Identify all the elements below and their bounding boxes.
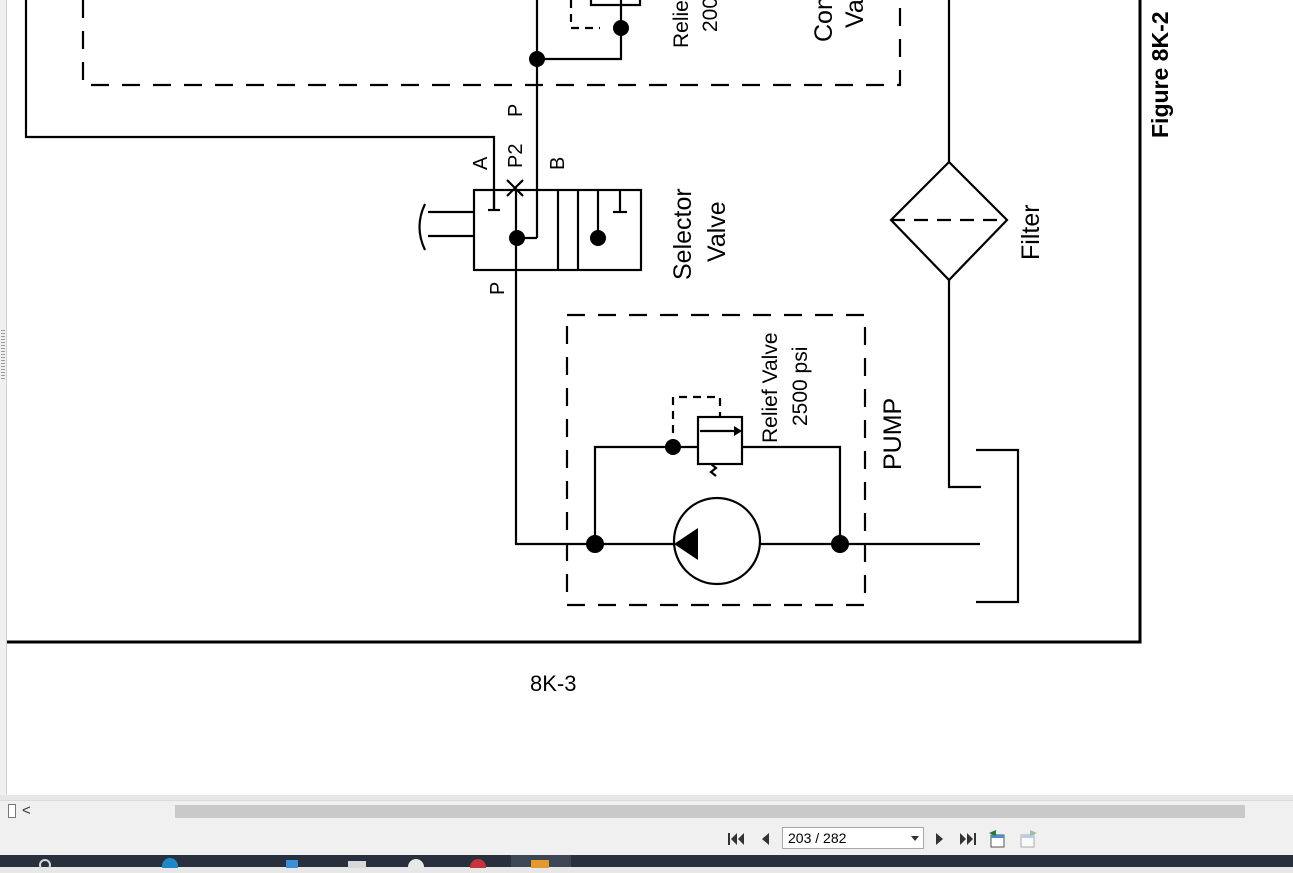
selector-valve-label-2: Valve [703, 201, 731, 262]
side-panel-splitter[interactable] [0, 0, 7, 795]
hydraulic-schematic: Relie 200 Con Va Figure 8K-2 P A P2 B P … [7, 0, 1173, 644]
splitter-grip[interactable] [1, 330, 5, 380]
page-navigation-bar: 203 / 282 [0, 822, 1293, 855]
horizontal-scrollbar[interactable]: < [0, 800, 1293, 823]
go-forward-view-icon [1020, 830, 1037, 848]
pump-label: PUMP [879, 398, 907, 470]
previous-page-button[interactable] [753, 829, 777, 849]
dropdown-arrow-icon[interactable] [911, 836, 919, 841]
selector-valve-label: Selector [669, 188, 697, 280]
control-valve-label-2: Va [841, 0, 869, 28]
taskbar [0, 855, 1293, 873]
taskbar-search-icon[interactable] [38, 855, 52, 871]
taskbar-browser-icon[interactable] [160, 855, 180, 873]
go-forward-view-button[interactable] [1016, 829, 1040, 849]
last-page-button[interactable] [956, 829, 980, 849]
port-p-lower-label: P [487, 282, 509, 295]
go-back-view-icon [989, 830, 1005, 848]
port-b-label: B [547, 157, 569, 170]
relief-valve-top-label: Relie [670, 0, 693, 48]
control-valve-label: Con [810, 0, 838, 42]
taskbar-folder-icon[interactable] [345, 855, 369, 868]
filter-label: Filter [1017, 204, 1045, 260]
previous-page-icon [762, 833, 769, 845]
taskbar-chrome-icon[interactable] [404, 855, 428, 873]
relief-valve-top-pressure: 200 [699, 0, 722, 32]
port-p-upper-label: P [505, 104, 527, 117]
next-page-icon [936, 833, 943, 845]
scroll-left-arrow-icon[interactable]: < [22, 802, 31, 819]
taskbar-app-icon[interactable] [282, 855, 302, 868]
taskbar-active-pdf-app[interactable] [511, 855, 571, 868]
first-page-icon [728, 833, 744, 845]
page-footer-number: 8K-3 [530, 671, 577, 696]
next-page-button[interactable] [928, 829, 952, 849]
last-page-icon [960, 833, 976, 845]
page-number-select[interactable]: 203 / 282 [782, 827, 924, 849]
taskbar-opera-icon[interactable] [466, 855, 490, 873]
document-viewer[interactable]: Relie 200 Con Va Figure 8K-2 P A P2 B P … [0, 0, 1293, 795]
scroll-corner-icon [8, 804, 16, 818]
port-p2-label: P2 [505, 144, 527, 168]
document-page: Relie 200 Con Va Figure 8K-2 P A P2 B P … [7, 0, 1293, 795]
port-a-label: A [470, 156, 492, 170]
figure-label: Figure 8K-2 [1147, 11, 1173, 138]
scrollbar-thumb[interactable] [175, 805, 1245, 818]
relief-valve-label: Relief Valve [759, 333, 782, 444]
relief-valve-pressure: 2500 psi [789, 347, 812, 426]
first-page-button[interactable] [724, 829, 748, 849]
go-back-view-button[interactable] [986, 829, 1010, 849]
page-indicator: 203 / 282 [788, 830, 847, 846]
